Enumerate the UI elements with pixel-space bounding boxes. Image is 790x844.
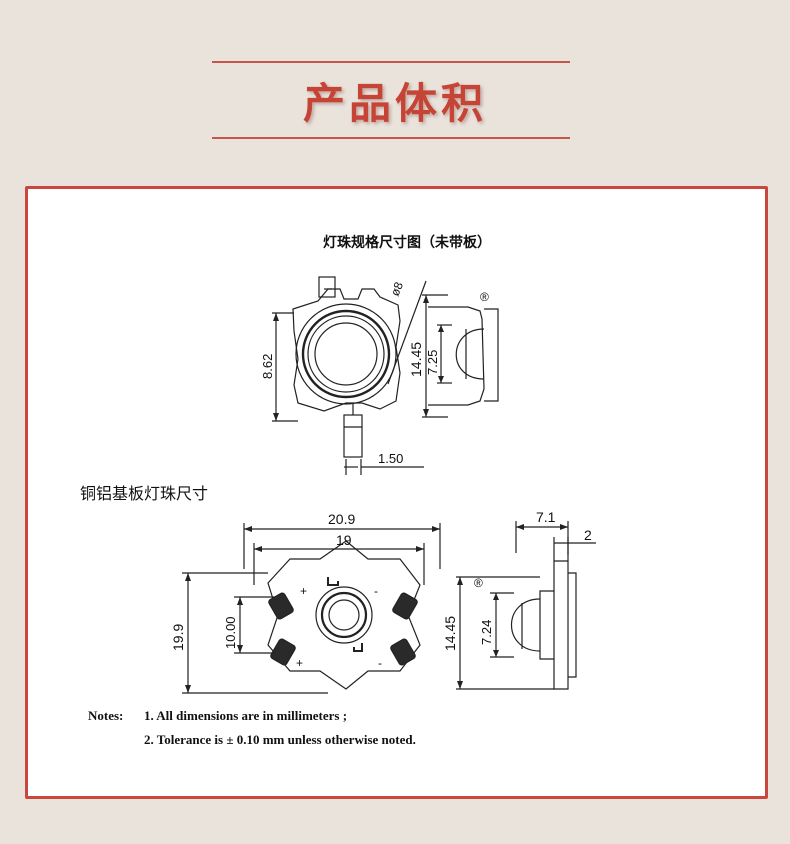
star-board-front-view	[182, 523, 441, 694]
registered-mark-top: ®	[480, 290, 489, 304]
polarity-plus-top: +	[300, 584, 307, 598]
title-rule-bottom	[212, 137, 570, 139]
notes-label: Notes:	[88, 708, 124, 723]
star-board-side-view	[456, 521, 596, 690]
led-top-side-view	[422, 294, 499, 418]
polarity-plus-bottom: +	[296, 656, 303, 670]
dim-side-lens-bottom: 7.24	[479, 620, 494, 645]
dim-base: 2	[584, 527, 592, 543]
note-line-1: 1. All dimensions are in millimeters ;	[144, 708, 348, 723]
dim-side-lens-top: 7.25	[425, 350, 440, 375]
dim-side-total-bottom: 14.45	[442, 616, 458, 651]
led-top-front-view	[272, 276, 427, 475]
drawing-frame: 灯珠规格尺寸图（未带板） 铜铝基板灯珠尺寸	[25, 186, 768, 799]
bottom-drawing-caption: 铜铝基板灯珠尺寸	[80, 484, 209, 503]
dim-outer-width: 20.9	[328, 511, 355, 527]
title-rule-top	[212, 61, 570, 63]
polarity-minus-top: -	[374, 584, 378, 598]
dim-thickness: 7.1	[536, 509, 556, 525]
dim-inner-width: 19	[336, 532, 352, 548]
dim-height: 8.62	[260, 354, 275, 379]
note-line-2: 2. Tolerance is ± 0.10 mm unless otherwi…	[144, 732, 416, 747]
technical-drawing: ø8 8.62 14.45 7.25 1.50 20.9 19 19.9 10.…	[170, 276, 596, 694]
polarity-minus-bottom: -	[378, 656, 382, 670]
dim-inner-height: 10.00	[223, 616, 238, 649]
dim-outer-height: 19.9	[170, 624, 186, 651]
registered-mark-bottom: ®	[474, 576, 483, 590]
top-drawing-caption: 灯珠规格尺寸图（未带板）	[323, 235, 491, 251]
page-title: 产品体积	[302, 79, 487, 128]
dim-lead: 1.50	[378, 451, 403, 466]
dim-dia: ø8	[388, 280, 406, 299]
dim-side-total-top: 14.45	[408, 342, 424, 377]
dimension-arrowheads	[185, 295, 568, 693]
